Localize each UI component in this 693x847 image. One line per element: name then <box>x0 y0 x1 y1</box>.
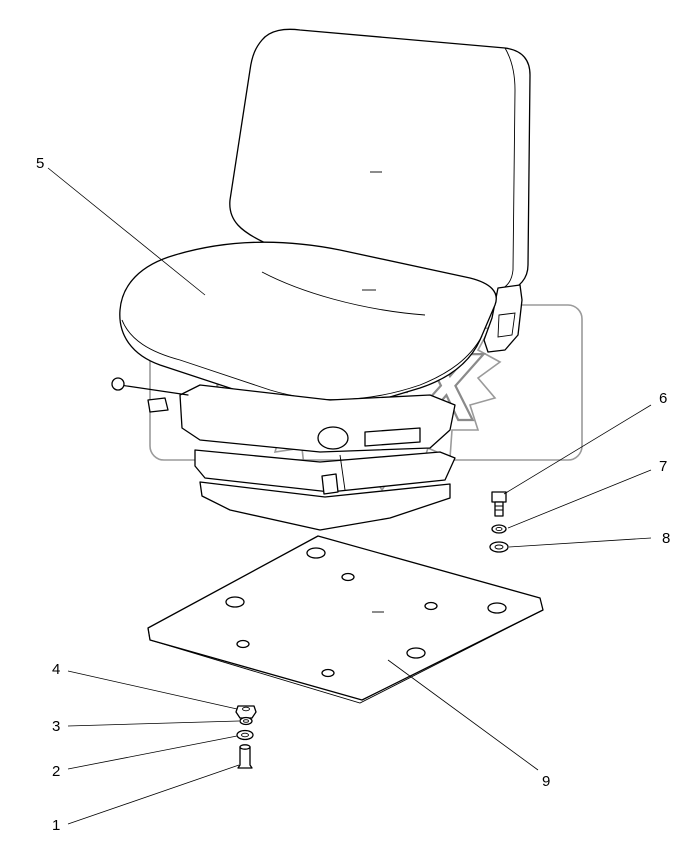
mounting-plate-top <box>147 535 544 701</box>
callout-8: 8 <box>662 530 670 547</box>
seat-suspension-middle <box>194 449 456 493</box>
callouts: 5 6 7 8 9 4 3 2 1 <box>36 155 670 834</box>
plate-hole <box>225 596 245 608</box>
flat-washer-small <box>236 729 254 741</box>
plate-hole <box>406 647 426 659</box>
spring-washer <box>491 524 507 534</box>
adjustment-lever-knob <box>111 377 125 391</box>
spring-washer-small-hole <box>243 719 249 723</box>
plate-hole <box>321 668 335 678</box>
bushing <box>237 746 253 769</box>
callout-2: 2 <box>52 763 60 780</box>
plate-hole <box>306 547 326 559</box>
spring-washer-hole <box>495 526 503 532</box>
callout-1: 1 <box>52 817 60 834</box>
leader-6 <box>503 404 652 495</box>
weight-adjust-knob <box>317 426 349 450</box>
bolt-head <box>491 491 507 503</box>
plate-hole <box>424 601 438 611</box>
leader-2 <box>67 735 238 770</box>
hardware-right <box>489 491 509 553</box>
leader-lines <box>47 167 652 825</box>
bushing-top <box>239 744 251 750</box>
hardware-left <box>235 705 257 769</box>
flat-washer-small-hole <box>241 732 249 738</box>
mounting-plate-edge <box>147 609 544 704</box>
lever-bracket <box>147 397 169 413</box>
seat <box>111 28 531 531</box>
leader-8 <box>508 537 652 548</box>
callout-4: 4 <box>52 661 60 678</box>
callout-5: 5 <box>36 155 44 172</box>
flat-washer <box>489 541 509 553</box>
adjuster-handle <box>364 427 421 447</box>
leader-3 <box>67 720 240 727</box>
callout-9: 9 <box>542 773 550 790</box>
nut-hole <box>242 706 250 712</box>
callout-3: 3 <box>52 718 60 735</box>
callout-7: 7 <box>659 458 667 475</box>
leader-4 <box>67 670 238 710</box>
hinge-slot <box>497 312 516 338</box>
height-adjust-latch <box>321 473 339 495</box>
latch-rod <box>339 454 346 491</box>
bolt-thread <box>495 505 503 511</box>
mounting-plate <box>147 535 544 704</box>
seat-suspension-base <box>199 481 451 531</box>
bolt-shank <box>494 501 504 517</box>
nut <box>235 705 257 719</box>
plate-hole <box>236 639 250 649</box>
leader-1 <box>67 764 240 825</box>
plate-hole <box>341 572 355 582</box>
spring-washer-small <box>239 716 253 726</box>
cushion-crease <box>261 271 426 316</box>
leader-9 <box>387 659 539 771</box>
flat-washer-hole <box>494 544 504 550</box>
leader-7 <box>507 469 652 529</box>
backrest-hinge-bracket <box>483 284 523 353</box>
adjustment-lever <box>119 384 189 396</box>
callout-6: 6 <box>659 390 667 407</box>
backrest-side-edge <box>499 47 516 291</box>
plate-hole <box>487 602 507 614</box>
leader-5 <box>47 167 206 296</box>
